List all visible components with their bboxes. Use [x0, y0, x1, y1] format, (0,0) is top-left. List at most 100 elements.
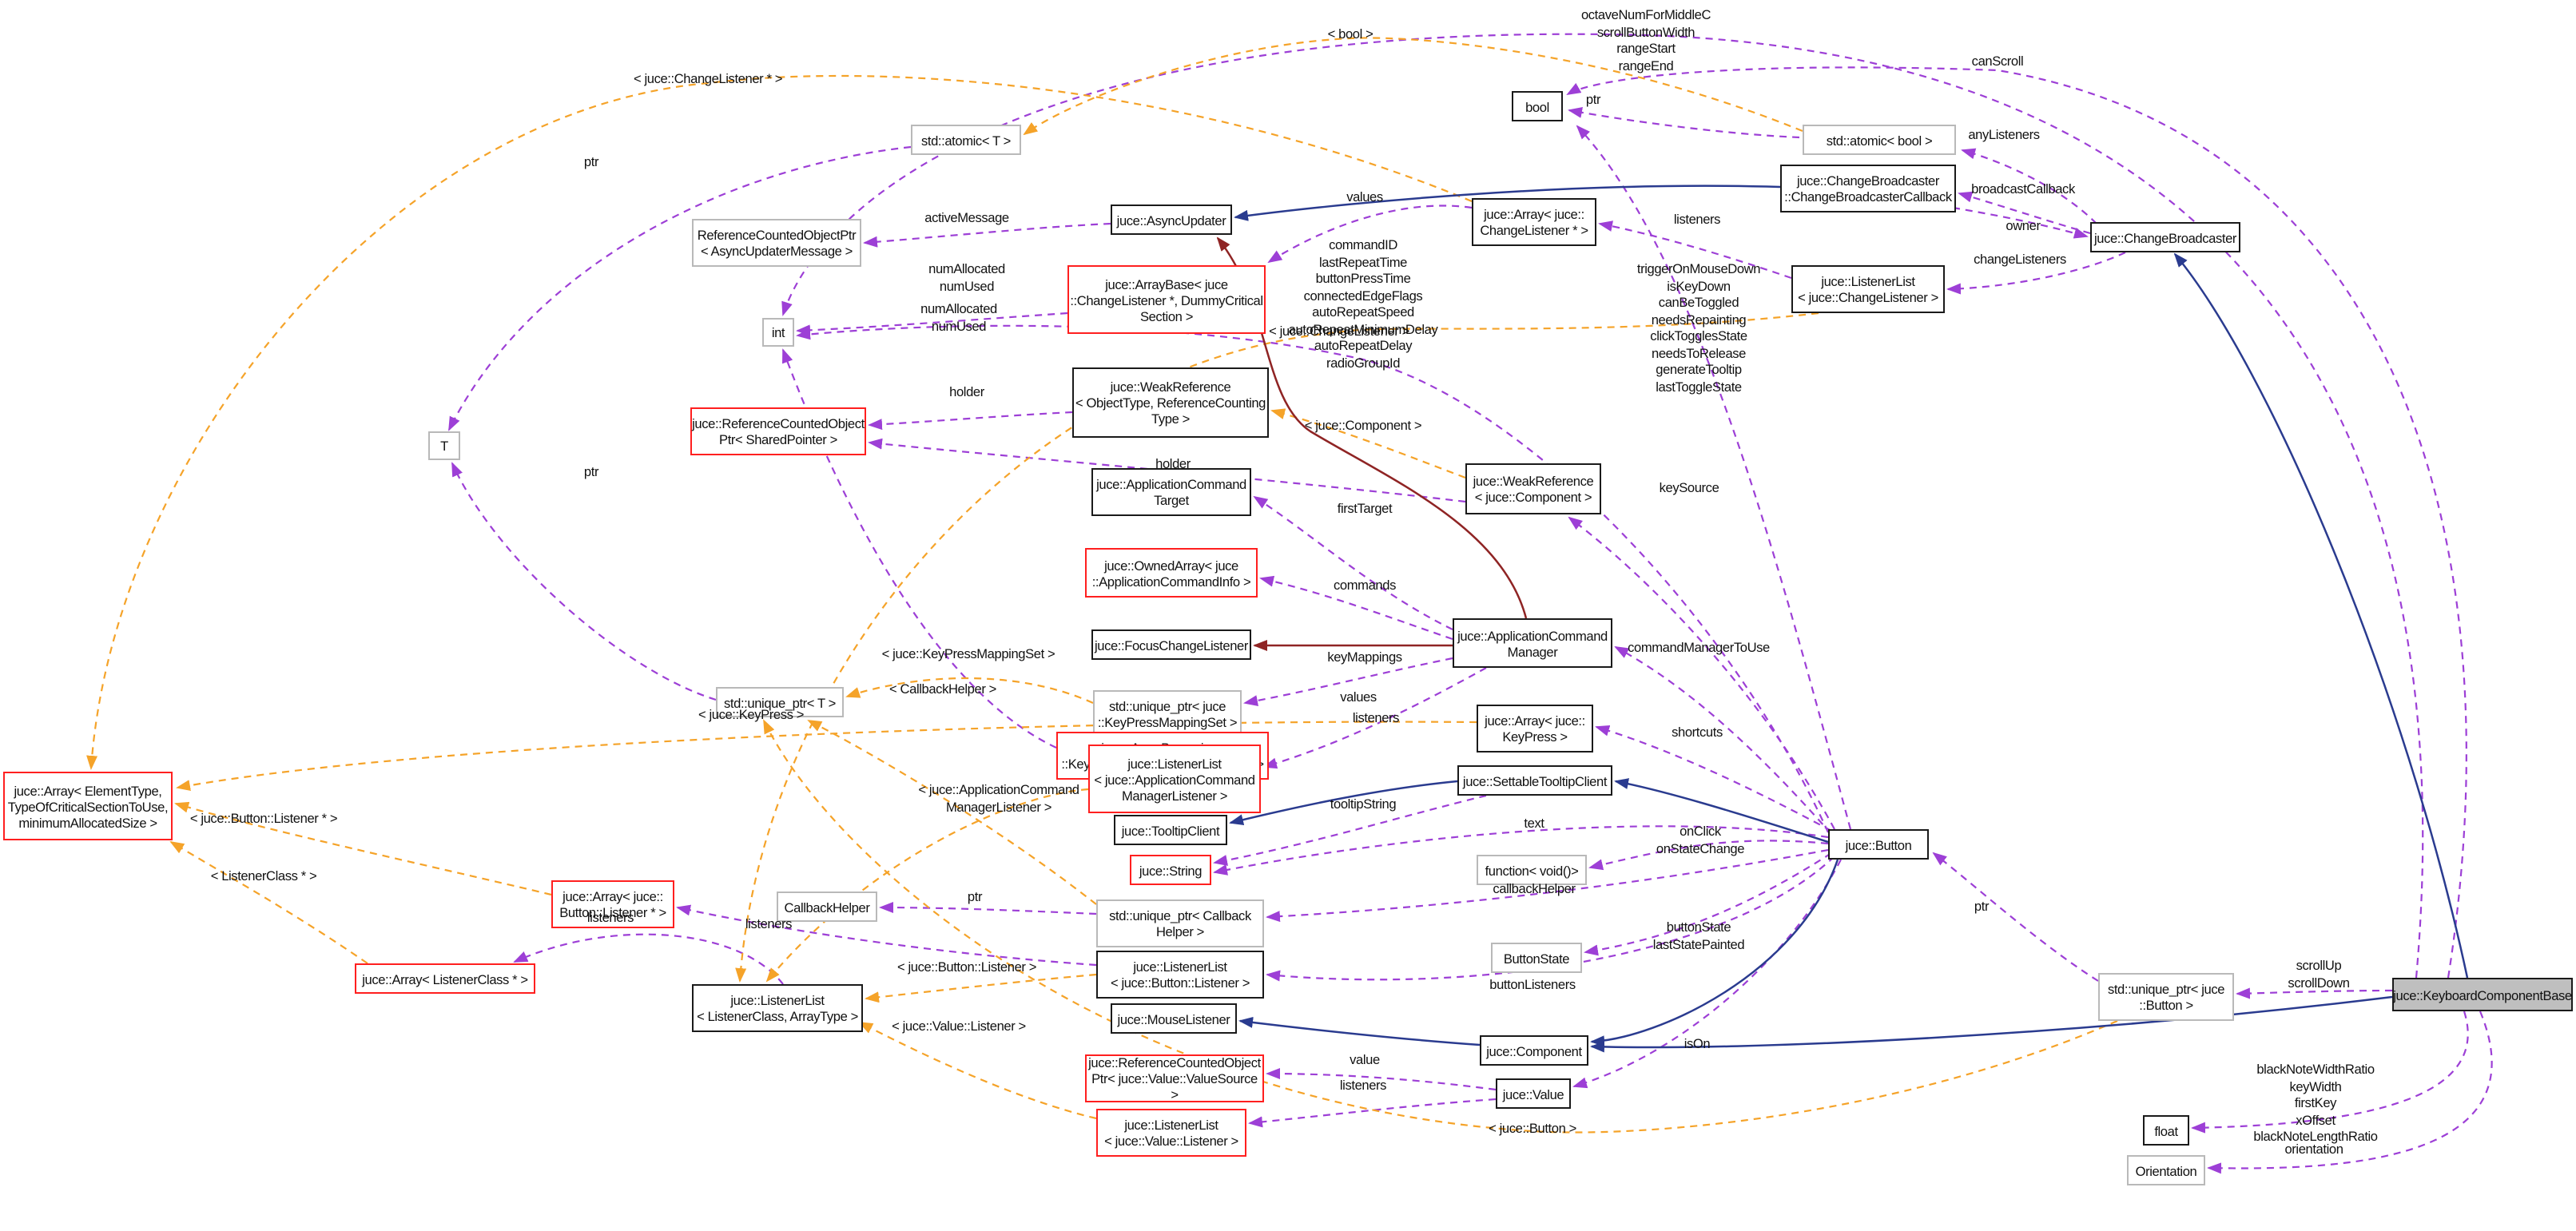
- class-node-tooltipclient[interactable]: juce::TooltipClient: [1114, 815, 1227, 845]
- usage-edge-purple-12: [868, 411, 1073, 431]
- usage-edge-purple-1: [1961, 148, 2097, 224]
- usage-edge-purple-27: [1266, 856, 1835, 982]
- usage-edge-purple-5: [1598, 220, 1792, 280]
- usage-edge-purple-18: [1614, 646, 1832, 835]
- class-node-ll-cl[interactable]: juce::ListenerList < juce::ChangeListene…: [1791, 265, 1945, 313]
- usage-edge-orange-41: [1023, 37, 1803, 136]
- class-node-ll-acml[interactable]: juce::ListenerList < juce::ApplicationCo…: [1088, 745, 1261, 813]
- inheritance-edge-navy-56: [1590, 995, 2393, 1053]
- class-node-fcl[interactable]: juce::FocusChangeListener: [1091, 629, 1251, 660]
- usage-edge-purple-28: [676, 904, 1097, 967]
- class-node-ll-generic[interactable]: juce::ListenerList < ListenerClass, Arra…: [692, 984, 863, 1032]
- class-node-int[interactable]: int: [762, 318, 794, 347]
- class-node-rcop-aum[interactable]: ReferenceCountedObjectPtr < AsyncUpdater…: [692, 219, 861, 267]
- usage-edge-purple-20: [1595, 725, 1832, 832]
- usage-edge-orange-47: [765, 788, 1089, 983]
- usage-edge-purple-39: [2191, 1011, 2469, 1134]
- class-node-arraybase-cl[interactable]: juce::ArrayBase< juce ::ChangeListener *…: [1067, 265, 1266, 334]
- class-node-weakref-comp[interactable]: juce::WeakReference < juce::Component >: [1465, 463, 1601, 514]
- class-node-cb[interactable]: juce::ChangeBroadcaster: [2090, 222, 2240, 252]
- usage-edge-orange-42: [86, 74, 1473, 770]
- usage-edge-purple-16: [1259, 575, 1453, 641]
- usage-edge-purple-21: [1213, 794, 1487, 866]
- class-node-ll-vl[interactable]: juce::ListenerList < juce::Value::Listen…: [1096, 1109, 1246, 1157]
- class-node-buttonstate[interactable]: ButtonState: [1491, 943, 1582, 973]
- class-node-float[interactable]: float: [2143, 1115, 2189, 1146]
- inheritance-edge-navy-55: [2173, 252, 2469, 979]
- class-node-t[interactable]: T: [428, 431, 460, 460]
- class-node-component[interactable]: juce::Component: [1480, 1035, 1588, 1066]
- usage-edge-purple-14: [1568, 516, 1835, 830]
- usage-edge-purple-10: [448, 145, 912, 431]
- class-node-array-bl[interactable]: juce::Array< juce:: Button::Listener * >: [551, 880, 674, 928]
- usage-edge-purple-15: [1253, 495, 1453, 630]
- usage-edge-orange-50: [1270, 408, 1466, 479]
- class-node-cbc[interactable]: juce::ChangeBroadcaster ::ChangeBroadcas…: [1780, 165, 1956, 212]
- class-node-atomic-t[interactable]: std::atomic< T >: [911, 125, 1021, 155]
- class-node-callbackhelper[interactable]: CallbackHelper: [777, 891, 877, 922]
- usage-edge-purple-25: [879, 902, 1097, 915]
- usage-edge-orange-53: [763, 719, 2118, 1134]
- class-node-value[interactable]: juce::Value: [1496, 1078, 1571, 1109]
- usage-edge-purple-24: [1266, 848, 1829, 923]
- class-node-func-void[interactable]: function< void()>: [1477, 855, 1587, 885]
- usage-edge-purple-0: [1568, 107, 1800, 139]
- inheritance-edge-navy-59: [1229, 780, 1458, 826]
- class-node-kcb[interactable]: juce::KeyboardComponentBase: [2392, 978, 2573, 1011]
- usage-edge-purple-3: [1952, 206, 2089, 239]
- class-node-atomic-bool[interactable]: std::atomic< bool >: [1803, 125, 1956, 155]
- usage-edge-purple-33: [2236, 987, 2393, 999]
- class-node-ll-bl[interactable]: juce::ListenerList < juce::Button::Liste…: [1096, 951, 1264, 999]
- usage-edge-purple-26: [1584, 852, 1832, 956]
- usage-edge-purple-2: [1958, 191, 2091, 235]
- class-node-mouselistener[interactable]: juce::MouseListener: [1111, 1003, 1237, 1034]
- class-node-bool[interactable]: bool: [1512, 91, 1563, 121]
- usage-edge-orange-48: [865, 973, 1097, 1003]
- usage-edge-purple-30: [1266, 1068, 1497, 1091]
- inheritance-edge-navy-54: [1234, 185, 1781, 221]
- usage-edge-purple-4: [1946, 252, 2126, 295]
- class-node-asyncupdater[interactable]: juce::AsyncUpdater: [1111, 205, 1232, 235]
- class-node-uptr-cbh[interactable]: std::unique_ptr< Callback Helper >: [1096, 899, 1264, 947]
- usage-edge-purple-17: [1243, 657, 1453, 706]
- class-node-button[interactable]: juce::Button: [1828, 829, 1929, 860]
- usage-edge-purple-40: [2207, 1011, 2493, 1174]
- usage-edge-orange-49: [858, 1022, 1097, 1120]
- class-node-array-cl[interactable]: juce::Array< juce:: ChangeListener * >: [1472, 198, 1596, 246]
- class-node-array-kp[interactable]: juce::Array< juce:: KeyPress >: [1477, 705, 1593, 752]
- usage-edge-orange-44: [174, 801, 552, 896]
- usage-edge-purple-11: [451, 462, 717, 701]
- class-node-array-lc[interactable]: juce::Array< ListenerClass * >: [355, 963, 535, 994]
- class-node-rcop-sp[interactable]: juce::ReferenceCountedObject Ptr< Shared…: [690, 407, 866, 455]
- class-node-weakref-ot[interactable]: juce::WeakReference < ObjectType, Refere…: [1072, 367, 1269, 438]
- class-node-act[interactable]: juce::ApplicationCommand Target: [1091, 468, 1251, 516]
- usage-edge-purple-34: [1932, 852, 2099, 982]
- class-node-array-et[interactable]: juce::Array< ElementType, TypeOfCritical…: [3, 772, 173, 840]
- class-node-uptr-button[interactable]: std::unique_ptr< juce ::Button >: [2098, 973, 2234, 1021]
- class-node-ownedarray[interactable]: juce::OwnedArray< juce ::ApplicationComm…: [1085, 548, 1258, 598]
- class-node-string[interactable]: juce::String: [1130, 855, 1211, 885]
- usage-edge-orange-51: [845, 677, 1094, 705]
- usage-edge-purple-32: [1572, 859, 1842, 1089]
- inheritance-edge-navy-58: [1614, 778, 1829, 844]
- class-node-stc[interactable]: juce::SettableTooltipClient: [1457, 765, 1612, 796]
- class-node-rcop-vs[interactable]: juce::ReferenceCountedObject Ptr< juce::…: [1085, 1054, 1264, 1102]
- class-node-uptr-t[interactable]: std::unique_ptr< T >: [716, 687, 844, 717]
- class-node-acm[interactable]: juce::ApplicationCommand Manager: [1453, 618, 1612, 668]
- class-node-orientation[interactable]: Orientation: [2127, 1155, 2205, 1185]
- usage-edge-purple-37: [1576, 125, 1852, 830]
- usage-edge-purple-23: [1588, 840, 1829, 871]
- usage-edge-purple-31: [1248, 1098, 1497, 1128]
- usage-edge-orange-43: [176, 721, 1477, 792]
- class-node-uptr-kpms[interactable]: std::unique_ptr< juce ::KeyPressMappingS…: [1093, 690, 1242, 738]
- usage-edge-purple-7: [796, 312, 1068, 336]
- usage-edge-purple-35: [1566, 66, 2467, 979]
- usage-edge-purple-29: [513, 933, 784, 985]
- usage-edge-orange-45: [169, 840, 368, 964]
- usage-edge-purple-8: [781, 348, 1057, 749]
- inheritance-edge-navy-57: [1590, 859, 1839, 1047]
- usage-edge-purple-9: [863, 222, 1111, 248]
- usage-edge-purple-19: [1262, 667, 1487, 769]
